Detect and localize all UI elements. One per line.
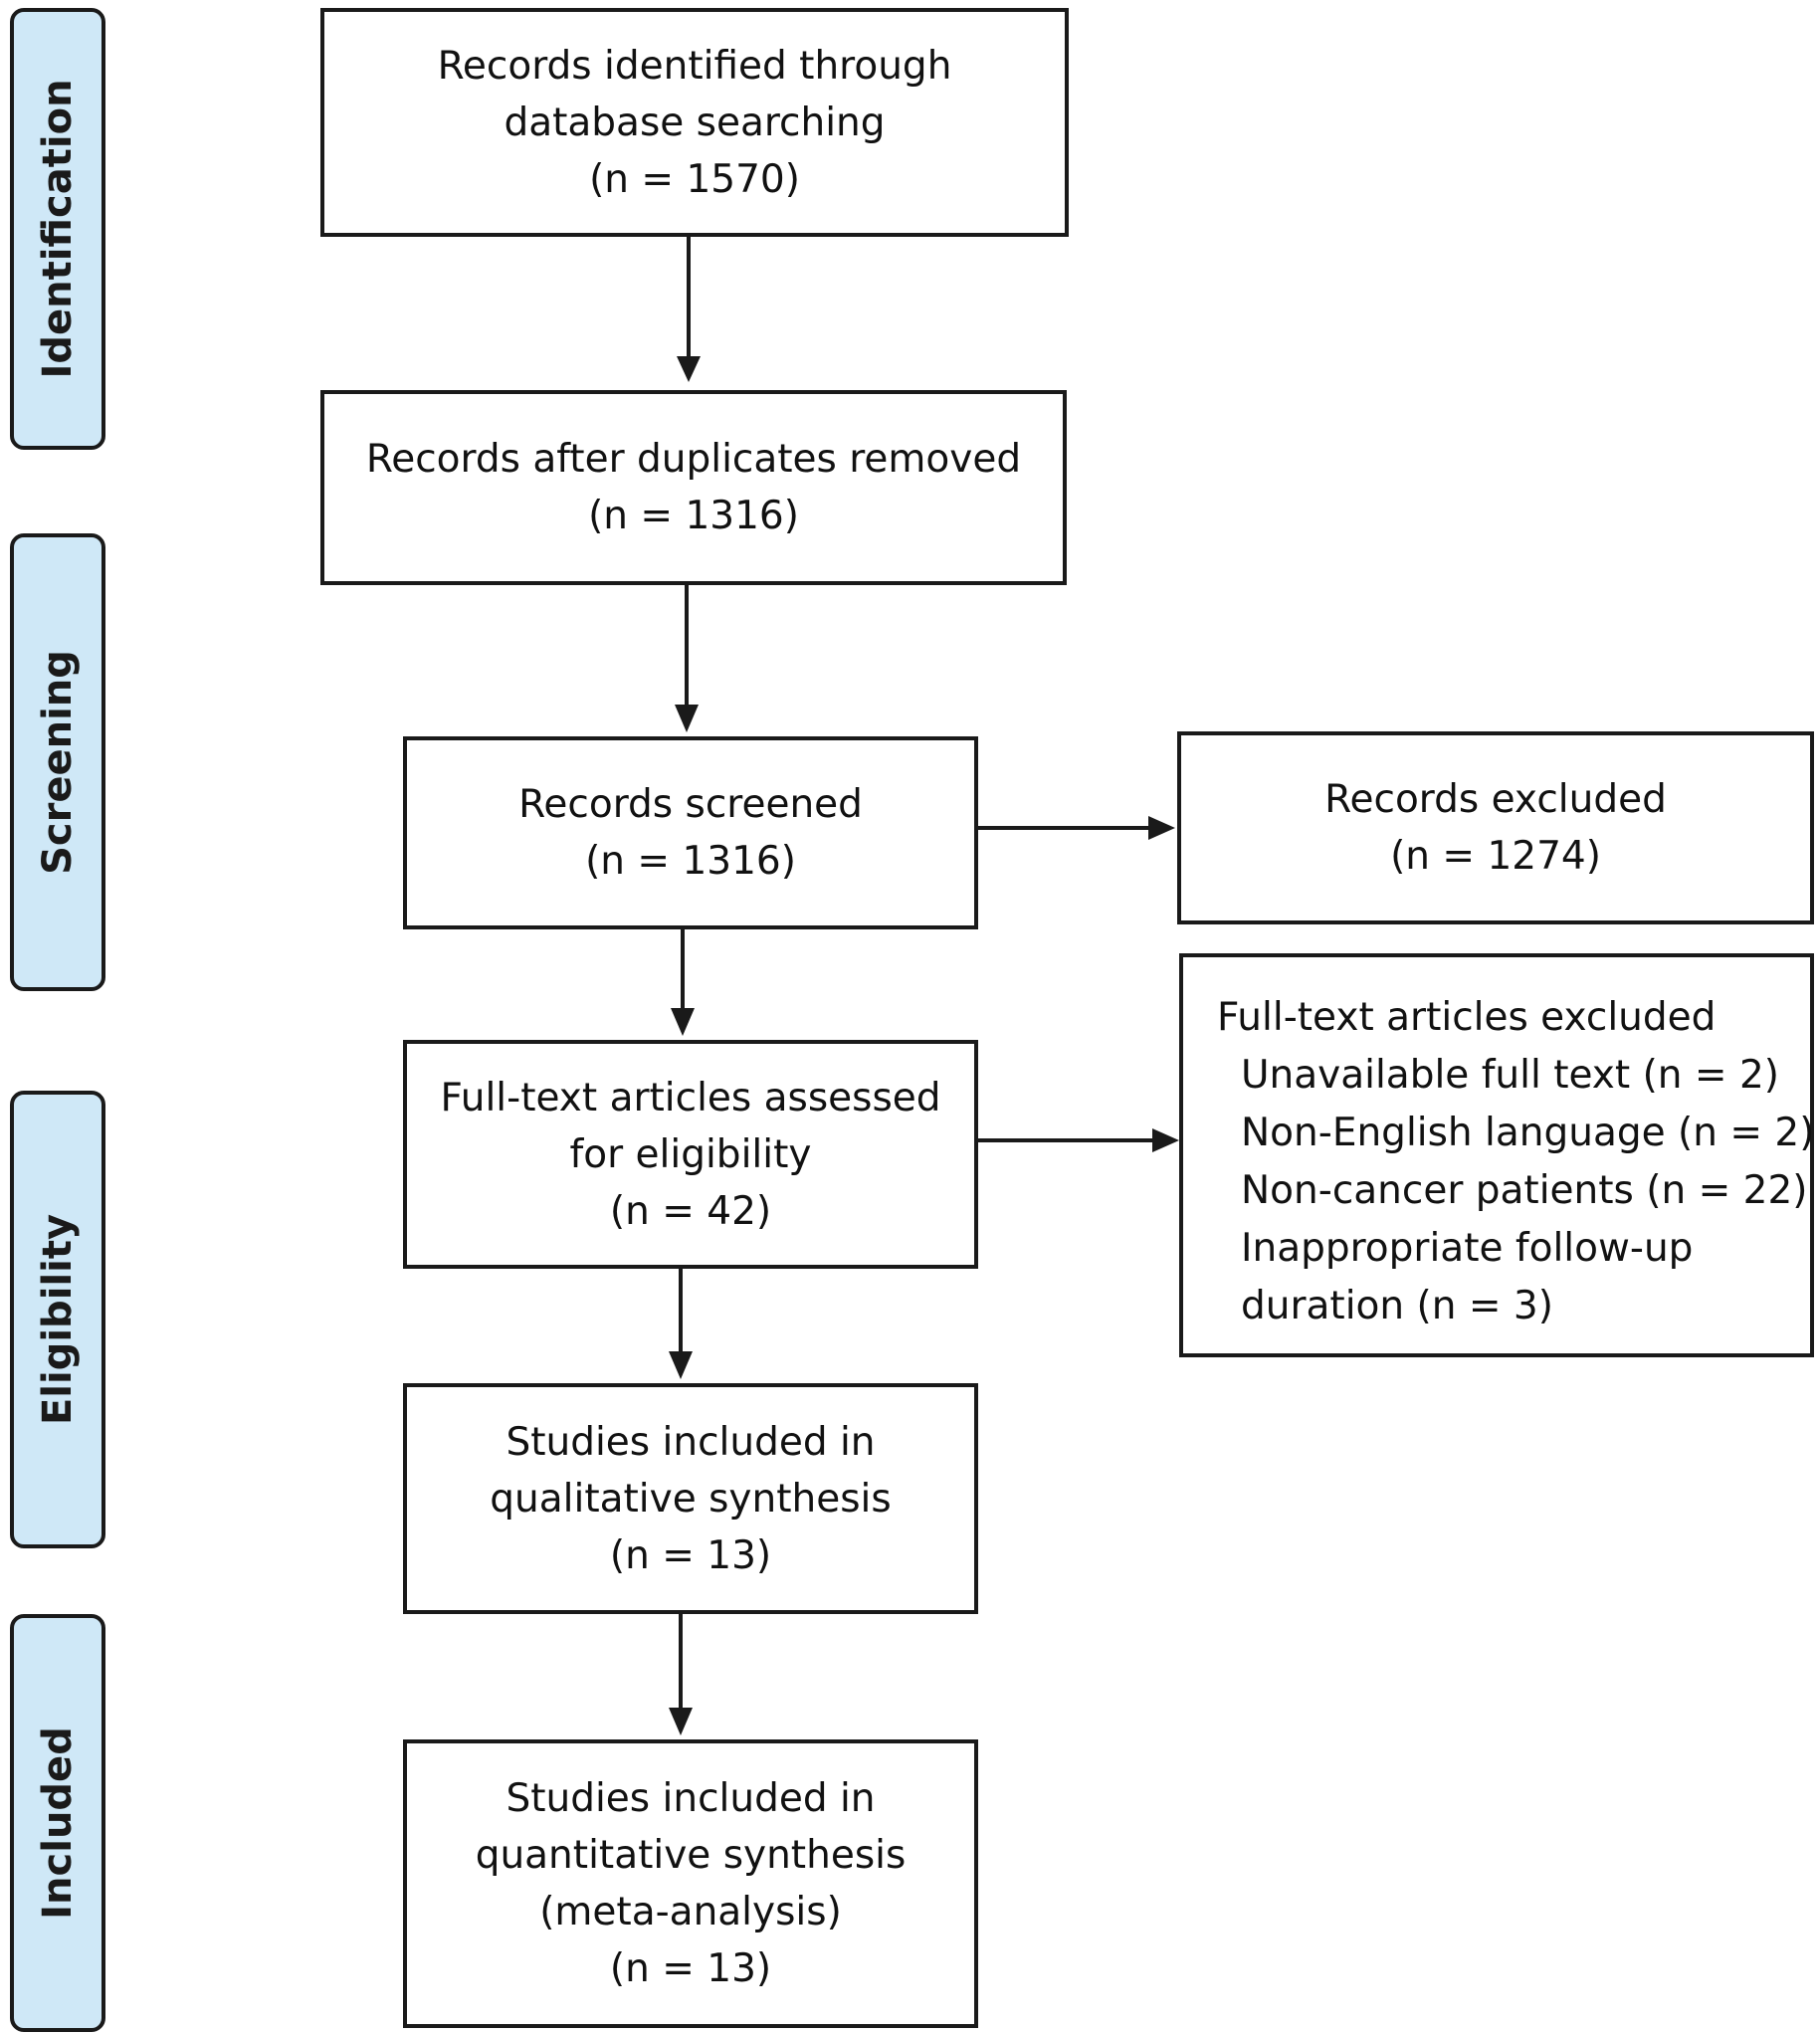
records-deduplicated-count: (n = 1316): [588, 494, 799, 538]
arrowhead-qualitative-to-quantitative: [669, 1708, 693, 1735]
records-identified-line1: Records identified through: [437, 43, 952, 89]
fulltext-assessed-box: Full-text articles assessed for eligibil…: [403, 1040, 978, 1269]
quantitative-synthesis-line1: Studies included in: [506, 1776, 876, 1821]
phase-screening: Screening: [10, 533, 105, 991]
records-identified-box: Records identified through database sear…: [320, 8, 1069, 237]
quantitative-synthesis-count: (n = 13): [609, 1946, 772, 1991]
records-excluded-box: Records excluded (n = 1274): [1177, 731, 1814, 924]
records-excluded-line1: Records excluded: [1324, 777, 1667, 822]
exclusion-reason-followup: Inappropriate follow-up: [1241, 1226, 1694, 1271]
qualitative-synthesis-line2: qualitative synthesis: [490, 1476, 892, 1522]
qualitative-synthesis-box: Studies included in qualitative synthesi…: [403, 1383, 978, 1614]
fulltext-excluded-box: Full-text articles excluded Unavailable …: [1179, 953, 1814, 1357]
exclusion-reason-non-cancer: Non-cancer patients (n = 22): [1241, 1168, 1808, 1213]
arrowhead-identified-to-deduplicated: [677, 356, 701, 382]
qualitative-synthesis-count: (n = 13): [609, 1532, 772, 1578]
quantitative-synthesis-box: Studies included in quantitative synthes…: [403, 1739, 978, 2028]
arrowhead-screened-to-fulltext: [671, 1008, 695, 1036]
exclusion-reason-followup-duration: duration (n = 3): [1241, 1284, 1553, 1328]
fulltext-assessed-count: (n = 42): [609, 1188, 772, 1234]
exclusion-reason-unavailable: Unavailable full text (n = 2): [1241, 1053, 1780, 1098]
qualitative-synthesis-line1: Studies included in: [506, 1419, 876, 1465]
quantitative-synthesis-line3: (meta-analysis): [539, 1890, 842, 1934]
records-screened-count: (n = 1316): [585, 839, 796, 884]
records-excluded-count: (n = 1274): [1390, 834, 1601, 879]
quantitative-synthesis-line2: quantitative synthesis: [475, 1833, 907, 1878]
records-deduplicated-box: Records after duplicates removed (n = 13…: [320, 390, 1067, 585]
records-deduplicated-line1: Records after duplicates removed: [365, 437, 1022, 482]
records-identified-line2: database searching: [504, 100, 886, 145]
exclusion-reason-language: Non-English language (n = 2): [1241, 1111, 1815, 1155]
fulltext-assessed-line2: for eligibility: [569, 1131, 812, 1177]
phase-identification: Identification: [10, 8, 105, 450]
arrowhead-deduplicated-to-screened: [675, 705, 699, 732]
fulltext-excluded-title: Full-text articles excluded: [1217, 995, 1717, 1040]
records-identified-count: (n = 1570): [589, 156, 800, 202]
arrowhead-screened-to-excluded: [1148, 816, 1175, 840]
records-screened-box: Records screened (n = 1316): [403, 736, 978, 929]
arrowhead-fulltext-to-qualitative: [669, 1351, 693, 1379]
fulltext-assessed-line1: Full-text articles assessed: [440, 1075, 941, 1120]
phase-eligibility: Eligibility: [10, 1091, 105, 1548]
phase-included: Included: [10, 1614, 105, 2032]
arrowhead-fulltext-to-excluded: [1152, 1128, 1179, 1152]
records-screened-line1: Records screened: [518, 782, 863, 827]
